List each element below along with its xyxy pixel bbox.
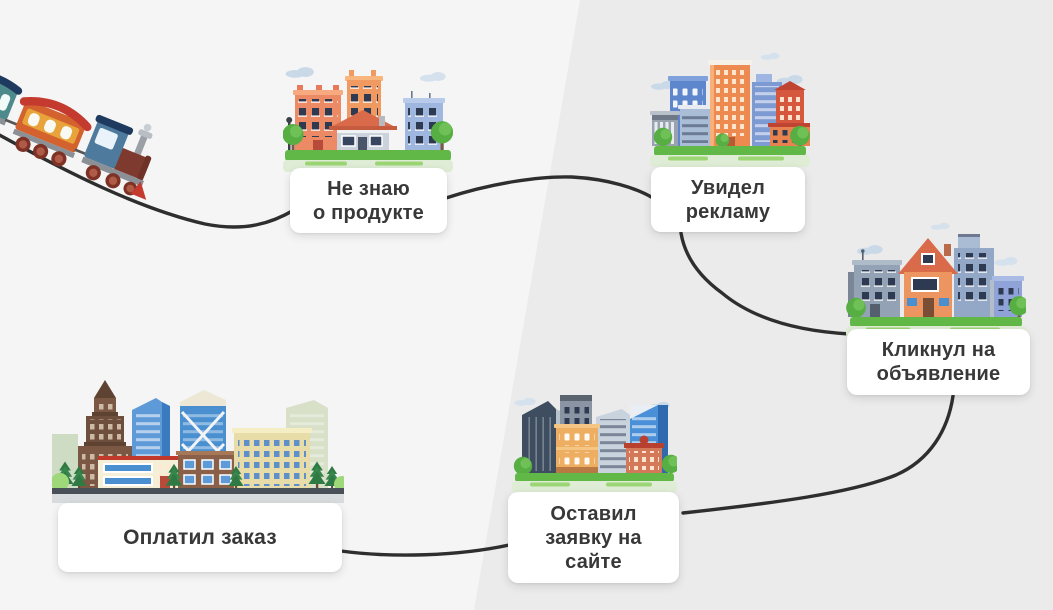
station-card-saw-ad: Увидел рекламу	[651, 167, 805, 232]
train-locomotive	[81, 114, 153, 200]
track-segment-2	[444, 175, 655, 200]
city-illustration-saw-ad	[650, 52, 810, 167]
station-label-line: Не знаю	[327, 177, 410, 200]
station-label-line: объявление	[876, 363, 1001, 385]
station-label: Не знаю о продукте	[313, 177, 424, 225]
track-segment-4	[681, 394, 955, 515]
station-label: Увидел рекламу	[686, 176, 770, 224]
station-label-line: заявку на	[545, 526, 642, 549]
station-label-line: сайте	[565, 550, 622, 573]
city-illustration-clicked-ad	[846, 222, 1026, 338]
station-card-left-request: Оставил заявку на сайте	[508, 492, 679, 583]
station-card-unaware: Не знаю о продукте	[290, 168, 447, 233]
track-segment-3	[679, 231, 852, 336]
city-illustration-left-request	[512, 395, 677, 493]
station-label: Оставил заявку на сайте	[545, 502, 641, 574]
station-card-paid-order: Оплатил заказ	[58, 503, 342, 572]
station-label-line: о продукте	[312, 201, 424, 224]
train-passenger-car-teal	[0, 69, 23, 127]
station-label-line: Кликнул на	[881, 339, 996, 361]
station-label-line: рекламу	[685, 200, 771, 223]
station-label-line: Оплатил заказ	[123, 525, 277, 549]
city-illustration-paid-order	[52, 380, 344, 503]
track-segment-1	[0, 133, 296, 229]
station-card-clicked-ad: Кликнул на объявление	[847, 329, 1030, 395]
track-segment-5	[339, 543, 511, 557]
train-illustration	[0, 46, 178, 209]
station-label: Оплатил заказ	[123, 526, 277, 550]
station-label-line: Оставил	[550, 502, 637, 525]
station-label-line: Увидел	[690, 176, 765, 199]
train-passenger-car-orange	[12, 97, 92, 167]
station-label: Кликнул на объявление	[877, 338, 1001, 386]
city-illustration-unaware	[283, 67, 453, 172]
